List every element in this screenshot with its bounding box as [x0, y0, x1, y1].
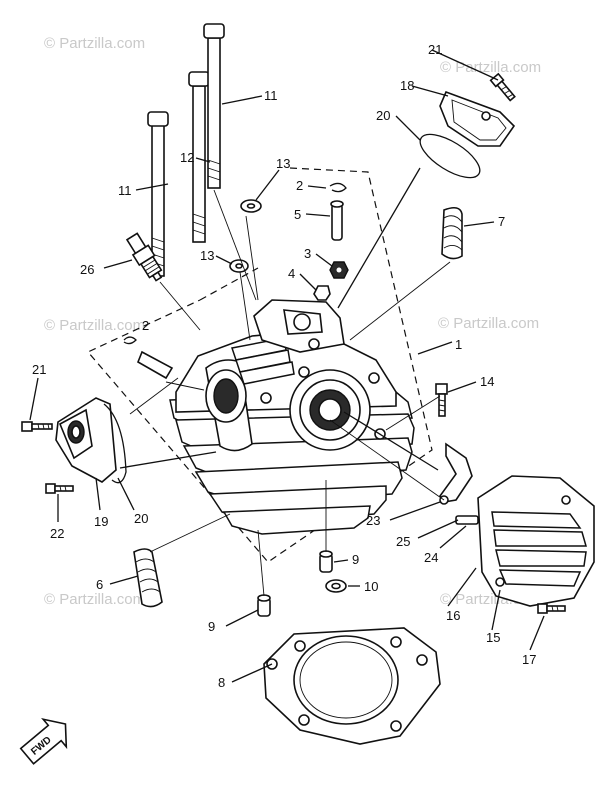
callout-9-right: 9: [352, 552, 359, 567]
valve-cover-cap-18: [439, 90, 516, 147]
bolt-21-top: [489, 72, 516, 102]
callout-17: 17: [522, 652, 536, 667]
valve-guide-left: [123, 336, 174, 380]
callout-9-left: 9: [208, 619, 215, 634]
callout-8: 8: [218, 675, 225, 690]
callout-12: 12: [180, 150, 194, 165]
callout-20-top: 20: [376, 108, 390, 123]
washer-10: [325, 579, 347, 593]
watermark-top-left: © Partzilla.com: [44, 35, 145, 52]
o-ring-20-left: [103, 403, 127, 484]
watermark-middle-left: © Partzilla.com: [44, 317, 145, 334]
dowel-pin-9-left: [257, 594, 271, 617]
callout-3: 3: [304, 246, 311, 261]
washer-13-lower: [229, 259, 249, 273]
valve-spring-7: [441, 206, 463, 260]
bolt-22: [45, 483, 74, 494]
callout-21-left: 21: [32, 362, 46, 377]
callout-10: 10: [364, 579, 378, 594]
clip-2-top: [329, 182, 347, 193]
callout-11-left: 11: [118, 183, 132, 198]
callout-22: 22: [50, 526, 64, 541]
watermark-bottom-left: © Partzilla.com: [44, 591, 145, 608]
callout-13-top: 13: [276, 156, 290, 171]
valve-spring-6: [133, 548, 163, 608]
callout-21-top: 21: [428, 42, 442, 57]
callout-7: 7: [498, 214, 505, 229]
fwd-arrow: FWD: [19, 717, 68, 765]
callout-labels: 1 2 2 3 4 5 6 7 8 9 9 10 11 11 12 13 13 …: [32, 42, 536, 690]
spark-plug-26: [125, 232, 163, 282]
callout-24: 24: [424, 550, 438, 565]
callout-15: 15: [486, 630, 500, 645]
bolt-17: [537, 603, 566, 614]
callout-25: 25: [396, 534, 410, 549]
bolt-21-left: [21, 421, 53, 432]
side-cover-19: [55, 397, 117, 483]
callout-18: 18: [400, 78, 414, 93]
head-bolt-11-right: [203, 23, 225, 189]
valve-guide-5: [330, 200, 344, 241]
callout-16: 16: [446, 608, 460, 623]
callout-19: 19: [94, 514, 108, 529]
callout-2-left: 2: [142, 318, 149, 333]
washer-13-upper: [240, 199, 262, 213]
bolt-4: [313, 285, 331, 301]
leader-lines: [29, 49, 545, 683]
o-ring-20-top: [419, 133, 481, 179]
dowel-pin-9-right: [319, 550, 333, 573]
bracket-tensioner: [439, 442, 479, 525]
callout-20-left: 20: [134, 511, 148, 526]
callout-5: 5: [294, 207, 301, 222]
watermark-top-right: © Partzilla.com: [440, 59, 541, 76]
callout-26: 26: [80, 262, 94, 277]
callout-14: 14: [480, 374, 494, 389]
callout-2-top: 2: [296, 178, 303, 193]
nut-3: [329, 261, 349, 279]
watermark-middle-right: © Partzilla.com: [438, 315, 539, 332]
callout-6: 6: [96, 577, 103, 592]
head-gasket-8: [263, 627, 441, 745]
callout-23: 23: [366, 513, 380, 528]
cylinder-head-body: [169, 299, 415, 535]
head-bolt-12: [188, 71, 210, 243]
side-cover-15: [477, 475, 595, 607]
callout-11-top: 11: [264, 88, 278, 103]
callout-13-mid: 13: [200, 248, 214, 263]
callout-4: 4: [288, 266, 295, 281]
watermarks: © Partzilla.com © Partzilla.com © Partzi…: [44, 35, 541, 608]
callout-1: 1: [455, 337, 462, 352]
bolt-14: [435, 383, 448, 417]
